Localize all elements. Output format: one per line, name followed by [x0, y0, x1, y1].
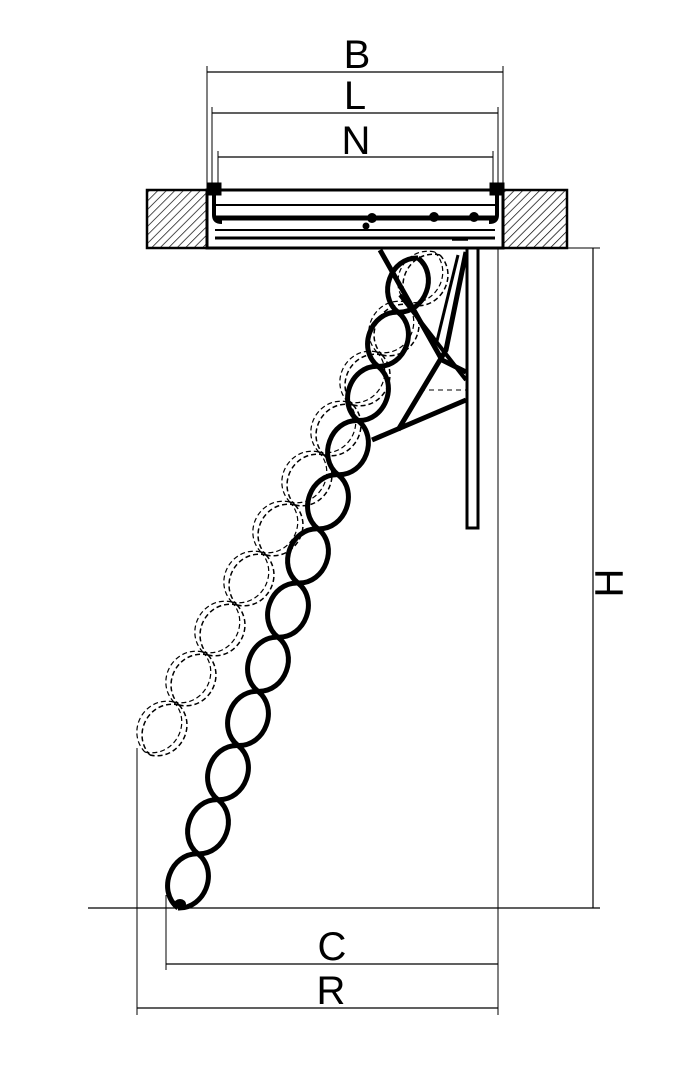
folded-rail-link-2-a-edge [368, 300, 406, 353]
extended-rail-link-10-a [205, 742, 239, 802]
folded-rail-link-5-a-edge [281, 450, 319, 503]
folded-rail-link-1-a-edge [397, 250, 435, 303]
extended-rail-link-12-b [177, 851, 211, 911]
folded-rail-link-10-a [141, 703, 180, 756]
folded-rail-link-9-a-edge [165, 650, 203, 703]
extended-rail-link-2-b [377, 310, 411, 369]
hinge-mechanism [371, 246, 480, 530]
folded-rail-link-4-a-edge [310, 400, 348, 453]
extended-rail-link-3-b [357, 364, 391, 424]
dimension-h: H [497, 247, 632, 1015]
dimension-n-label: N [342, 119, 371, 163]
folded-rail-link-6-a [257, 503, 296, 556]
extended-rail-link-1-b [397, 256, 431, 315]
folded-rail-link-4-b [323, 404, 362, 457]
extended-rail-link-4-b [337, 418, 371, 478]
extended-rail-link-11-b [197, 797, 231, 857]
folded-rail-link-1-a [402, 253, 441, 306]
folded-rail-link-7-b [236, 554, 275, 607]
folded-rail-link-3-b [352, 354, 391, 407]
extended-rail-link-12-a [165, 851, 199, 910]
folded-rail-link-2-b [381, 304, 420, 357]
folded-rail-link-3-b-edge [347, 351, 386, 404]
extended-rail-link-11-a [185, 797, 219, 856]
folded-rail-link-8-a [199, 603, 238, 656]
dimension-l-label: L [344, 74, 366, 118]
folded-rail-link-8-b-edge [202, 601, 241, 654]
dimension-l: L [211, 74, 499, 190]
extended-rail-link-4-a [325, 417, 359, 477]
extended-rail-link-9-a [225, 688, 259, 748]
extended-rail-link-6-b [297, 526, 331, 586]
dimension-r-label: R [317, 969, 346, 1013]
folded-rail-link-7-a-edge [223, 550, 261, 603]
folded-rail-link-6-b [265, 504, 304, 557]
folded-rail-link-8-a-edge [194, 600, 232, 653]
extended-rail-link-8-a [245, 634, 279, 694]
folded-rail-link-10-b [149, 704, 188, 757]
folded-rail-link-10-b-edge [144, 701, 183, 754]
folded-rail-link-2-a [373, 303, 412, 356]
folded-rail-link-7-b-edge [231, 551, 270, 604]
extended-rail-link-6-a [285, 526, 319, 585]
dimension-c: C [165, 895, 498, 970]
extended-rail-link-5-b [317, 472, 351, 532]
extended-rail-link-3-a [345, 363, 379, 423]
extended-rail-link-5-a [305, 472, 339, 531]
folded-rail-link-5-b-edge [289, 451, 328, 504]
folded-rail-link-7-a [228, 553, 267, 606]
extended-rail-link-7-b [277, 581, 311, 640]
folded-rail-link-4-a [315, 403, 354, 456]
folded-rail-link-1-b-edge [405, 251, 444, 304]
folded-rail-link-9-b-edge [173, 651, 212, 704]
extended-rail-link-9-b [237, 689, 271, 749]
extended-rail-link-10-b [217, 743, 251, 803]
dimension-n: N [217, 119, 494, 192]
ceiling-section [145, 188, 569, 250]
dimension-b-label: B [344, 33, 371, 77]
extended-rail-link-1-a [385, 255, 419, 315]
folded-position [136, 250, 449, 757]
dimension-b: B [206, 33, 504, 188]
folded-rail-link-9-b [178, 654, 217, 707]
dimension-h-label: H [588, 569, 632, 598]
extended-rail-link-7-a [265, 580, 299, 640]
dimension-r: R [136, 748, 498, 1015]
dimension-c-label: C [318, 925, 347, 969]
folded-rail-link-6-a-edge [252, 500, 290, 553]
ladder-foot [174, 899, 186, 909]
folded-rail-link-5-a [286, 453, 325, 506]
folded-rail-link-10-a-edge [136, 700, 174, 753]
extended-position [165, 255, 431, 911]
folded-rail-link-9-a [170, 653, 209, 706]
folded-rail-link-5-b [294, 454, 333, 507]
folded-rail-link-6-b-edge [260, 501, 299, 554]
extended-rail-link-8-b [257, 635, 291, 694]
hatch-frame [205, 182, 505, 250]
folded-rail-link-8-b [207, 604, 246, 657]
extended-rail-link-2-a [365, 309, 399, 369]
